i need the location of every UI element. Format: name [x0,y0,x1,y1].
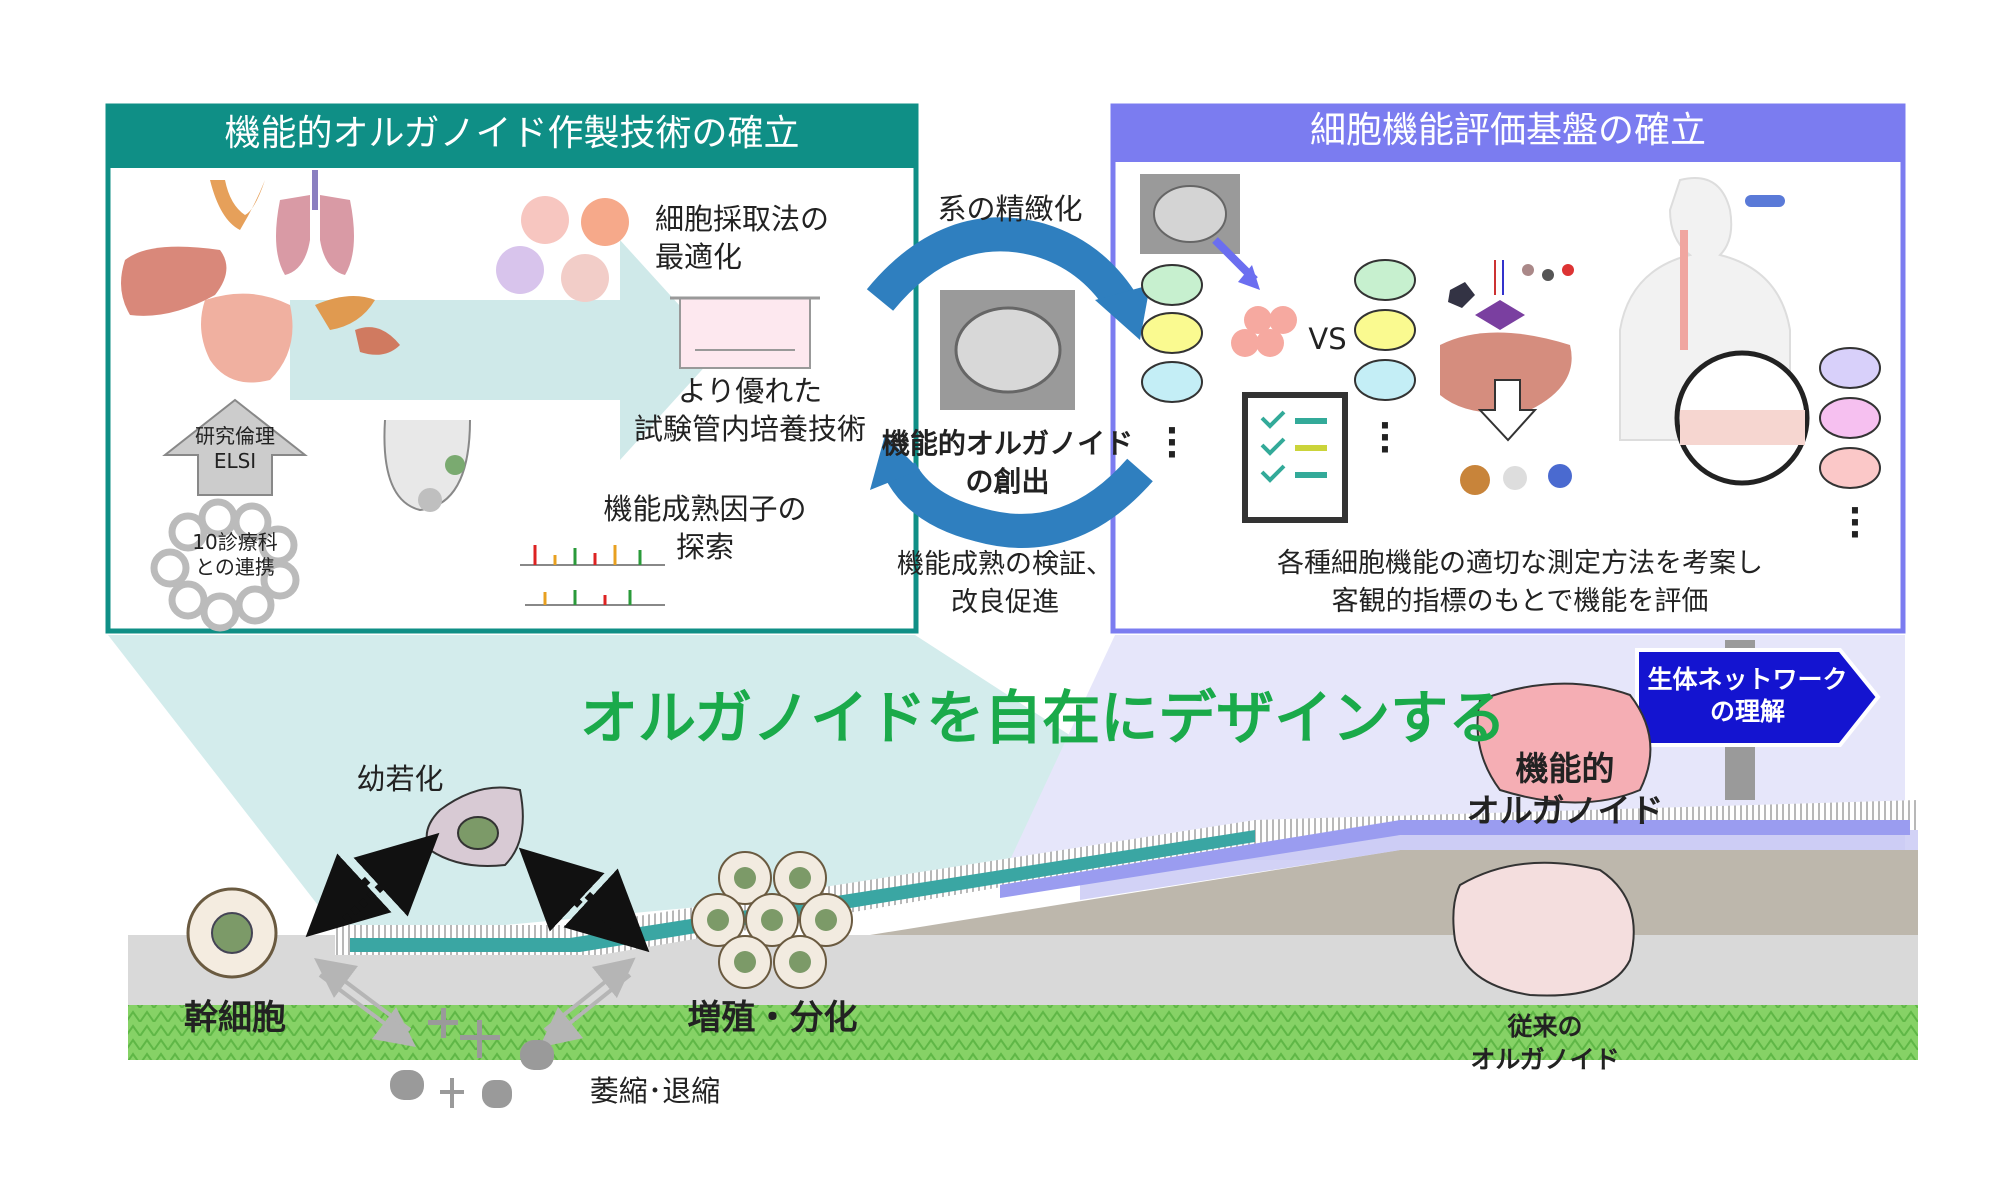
atrophy-label: 萎縮･退縮 [589,1074,721,1108]
ellipsis-left-icon: ··· [1165,411,1179,475]
grey-arrow-4 [543,957,636,1032]
cell-collection-label: 細胞採取法の 最適化 [655,202,830,274]
ground-grass [128,1005,1918,1060]
functional-organoid-label: 機能的 オルガノイド [1466,749,1664,830]
stem-cell [186,887,278,979]
rejuvenation-label: 幼若化 [356,762,444,796]
dotted-arrow-left-up [342,832,440,923]
ellipsis-middle-icon: ··· [1378,406,1392,470]
speech-bubbles-left [1141,264,1203,403]
molecule-icons [1448,260,1574,330]
intestine-icon [201,293,293,383]
creation-label: 機能的オルガノイド の創出 [881,427,1134,498]
spectra-chart [520,545,665,606]
hill-ridge [1080,830,1918,900]
down-arrow-icon [1477,379,1538,442]
culture-insert-icon [670,296,820,369]
pancreas-icon [315,296,375,330]
slogan-heading: オルガノイドを自在にデザインする [580,684,1507,752]
left-panel-title: 機能的オルガノイド作製技術の確立 [224,113,800,154]
hex-cells [1231,306,1297,357]
cell-clusters [496,196,629,302]
cell-result-icon [1460,465,1490,495]
left-panel-header [108,106,916,168]
ethics-up-arrow [162,398,308,496]
hill [870,850,1918,935]
conventional-organoid-shape [1452,861,1635,997]
cycle-arrow-bottom [884,458,1153,548]
proliferation-label: 増殖・分化 [687,998,858,1038]
culture-label: より優れた 試験管内培養技術 [633,374,866,446]
conventional-organoid-label: 従来の オルガノイド [1470,1012,1620,1074]
graves [390,1008,554,1108]
network-sign-label: 生体ネットワーク の理解 [1647,665,1848,726]
lungs-icon [276,195,354,275]
stem-cell-label: 幹細胞 [184,998,286,1038]
collab-label: 10診療科 との連携 [192,530,278,579]
ramp-teal-track [350,830,1255,952]
refine-label: 系の精緻化 [937,192,1083,226]
clinic-ring [150,498,300,632]
crypt-icon [383,419,471,512]
proliferating-cells [691,851,853,989]
grey-arrow-2 [314,958,412,1032]
verify-label: 機能成熟の検証、 改良促進 [897,549,1113,618]
dotted-arrow-right-up [518,847,615,938]
checklist-icon [1242,392,1348,523]
right-panel-header [1113,106,1903,162]
liver-icon [121,246,227,316]
ramp-purple-track [1000,820,1910,898]
ellipsis-right-icon: ··· [1848,491,1862,555]
organ-illustrations [121,170,400,383]
functional-organoid-shape [1476,682,1652,804]
liver-right-icon [1440,332,1572,413]
speech-bubbles-middle [1354,259,1416,401]
pill-icon [1745,195,1785,207]
right-panel-title: 細胞機能評価基盤の確立 [1309,110,1706,151]
vs-label: VS [1308,322,1347,356]
cycle-arrow-top [866,217,1135,312]
maturation-factor-label: 機能成熟因子の 探索 [603,492,807,564]
ethics-label: 研究倫理 ELSI [195,424,275,473]
teal-flow-arrow [290,240,720,460]
evaluation-label: 各種細胞機能の適切な測定方法を考案し 客観的指標のもとで機能を評価 [1277,548,1763,617]
thyroid-icon [210,180,265,230]
kidney-icon [355,327,400,355]
speech-bubbles-right [1819,347,1881,489]
